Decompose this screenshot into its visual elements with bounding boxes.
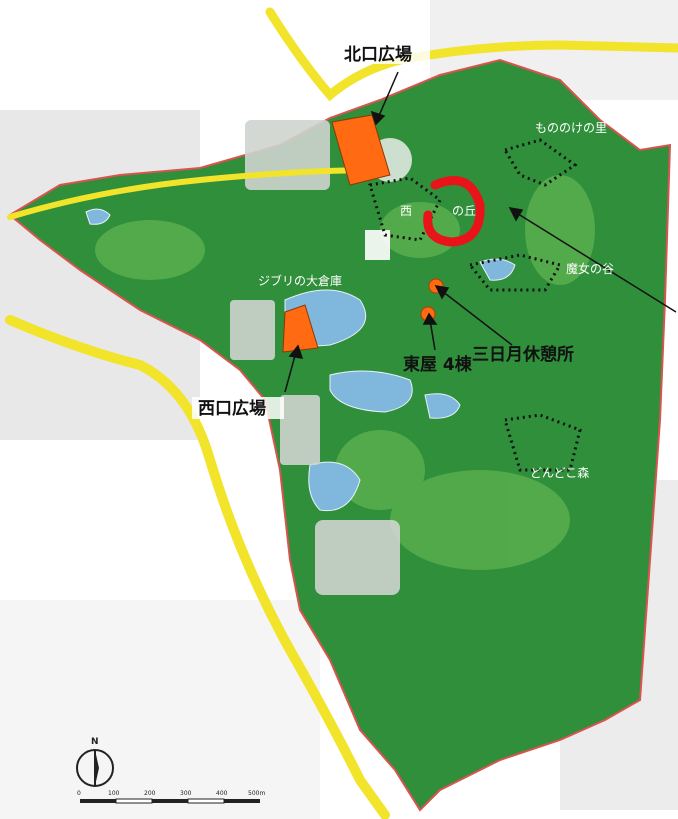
highways <box>5 7 678 819</box>
scale-tick-100: 100 <box>108 790 120 797</box>
ghibli-label: ジブリの大倉庫 <box>258 273 342 288</box>
mikazuki-label: 三日月休憩所 <box>472 344 574 365</box>
scale-tick-400: 400 <box>216 790 228 797</box>
scale-tick-200: 200 <box>144 790 156 797</box>
leader-arrows <box>284 71 677 393</box>
scale-tick-300: 300 <box>180 790 192 797</box>
mononoke-label: もののけの里 <box>535 121 607 135</box>
ponds <box>85 208 516 512</box>
north-label: N <box>91 737 99 747</box>
hill-highlight-ring <box>423 176 485 247</box>
kita-plaza-area <box>331 114 391 186</box>
scale-bar: 0 100 200 300 400 500m <box>77 790 265 804</box>
nishi-plaza-area <box>282 304 319 353</box>
seiji-hill-label: 西 <box>400 204 412 218</box>
seiji-hill-suffix-label: の丘 <box>452 204 476 218</box>
scale-tick-0: 0 <box>77 790 81 797</box>
azumaya-label: 東屋 4棟 <box>403 354 473 375</box>
majo-valley-label: 魔女の谷 <box>566 261 614 276</box>
facilities <box>230 120 412 595</box>
kita-plaza-label: 北口広場 <box>344 44 412 65</box>
north-compass: N <box>76 737 114 787</box>
zone-outlines <box>368 138 582 472</box>
scale-tick-500: 500m <box>248 790 265 797</box>
dondoko-label: どんどこ森 <box>530 465 589 480</box>
nishi-plaza-label: 西口広場 <box>198 398 266 419</box>
